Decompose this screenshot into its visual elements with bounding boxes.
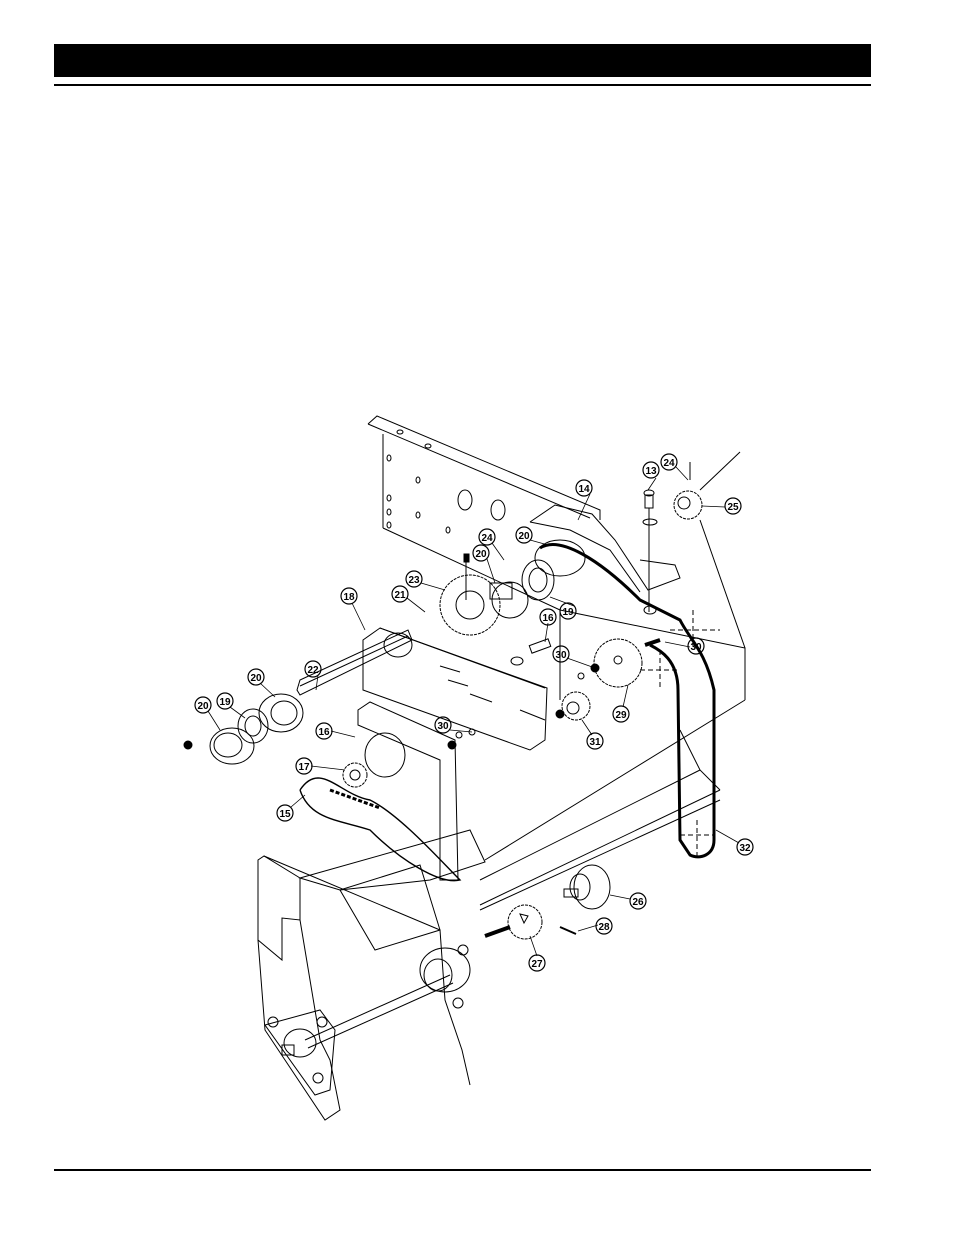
callout-28: 28 (595, 917, 613, 935)
svg-text:18: 18 (343, 592, 355, 603)
shaft-22 (296, 629, 413, 696)
bearing-19-left (237, 708, 269, 744)
svg-text:19: 19 (219, 697, 231, 708)
header-rule (54, 84, 871, 86)
callout-24: 24 (660, 453, 678, 471)
svg-text:31: 31 (589, 737, 601, 748)
flange-20-right (258, 693, 304, 733)
callout-30: 30 (552, 645, 570, 663)
callout-20: 20 (194, 696, 212, 714)
bolt-30-right (644, 638, 661, 647)
svg-text:30: 30 (555, 650, 567, 661)
svg-text:32: 32 (739, 843, 751, 854)
svg-text:29: 29 (615, 710, 627, 721)
callout-31: 31 (586, 732, 604, 750)
svg-text:27: 27 (531, 959, 543, 970)
svg-text:13: 13 (645, 466, 657, 477)
chain-32 (539, 543, 716, 859)
right-bearing (419, 944, 471, 1009)
callout-24: 24 (478, 528, 496, 546)
sprocket-17 (342, 762, 368, 788)
callout-22: 22 (304, 660, 322, 678)
svg-text:20: 20 (250, 673, 262, 684)
callout-13: 13 (642, 461, 660, 479)
svg-text:16: 16 (542, 613, 554, 624)
left-bearing-flange (264, 1009, 336, 1096)
sprocket-31 (561, 691, 591, 721)
callout-18: 18 (340, 587, 358, 605)
callout-16: 16 (539, 608, 557, 626)
callout-17: 17 (295, 757, 313, 775)
svg-text:23: 23 (408, 575, 420, 586)
hub-20 (489, 581, 529, 619)
sprocket-23 (439, 574, 501, 636)
callout-32: 32 (736, 838, 754, 856)
callout-30: 30 (687, 637, 705, 655)
svg-text:20: 20 (518, 531, 530, 542)
svg-text:25: 25 (727, 502, 739, 513)
crosshairs (640, 610, 720, 860)
svg-text:14: 14 (578, 484, 590, 495)
washers-30 (447, 663, 600, 750)
nut-left (183, 740, 193, 750)
svg-text:17: 17 (298, 762, 310, 773)
leader-lines (207, 466, 740, 957)
sprocket-25 (673, 451, 741, 520)
callout-14: 14 (575, 479, 593, 497)
drive-shaft (304, 974, 454, 1049)
header-bar (54, 44, 871, 77)
callout-25: 25 (724, 497, 742, 515)
svg-text:15: 15 (279, 809, 291, 820)
sprocket-29 (593, 638, 643, 688)
svg-text:26: 26 (632, 897, 644, 908)
pin-head (463, 553, 470, 563)
upper-bearing-19 (521, 559, 555, 601)
bolt-13 (642, 489, 658, 615)
callout-19: 19 (216, 692, 234, 710)
bracket-14 (529, 504, 681, 593)
pin-28 (559, 926, 577, 935)
chain-15 (299, 777, 462, 882)
svg-text:24: 24 (663, 458, 675, 469)
flange-20-left (209, 727, 255, 765)
shaft-end (484, 925, 511, 938)
callout-29: 29 (612, 705, 630, 723)
svg-text:28: 28 (598, 922, 610, 933)
roller-26 (563, 864, 611, 910)
svg-text:20: 20 (475, 549, 487, 560)
svg-text:21: 21 (394, 590, 406, 601)
callout-16: 16 (315, 722, 333, 740)
callout-20: 20 (247, 668, 265, 686)
plate-18 (362, 627, 548, 751)
callout-15: 15 (276, 804, 294, 822)
frame-top-rail (367, 415, 601, 534)
callout-19: 19 (559, 602, 577, 620)
callouts: 13 14 24 25 20 24 20 23 21 19 18 16 30 3… (194, 453, 754, 972)
svg-text:16: 16 (318, 727, 330, 738)
svg-text:24: 24 (481, 533, 493, 544)
callout-20: 20 (515, 526, 533, 544)
callout-27: 27 (528, 954, 546, 972)
svg-text:19: 19 (562, 607, 574, 618)
footer-rule (54, 1169, 871, 1171)
side-frame (257, 829, 486, 1121)
sprocket-27 (507, 904, 543, 940)
svg-text:20: 20 (197, 701, 209, 712)
svg-text:22: 22 (307, 665, 319, 676)
svg-text:30: 30 (690, 642, 702, 653)
callout-23: 23 (405, 570, 423, 588)
callout-26: 26 (629, 892, 647, 910)
callout-20: 20 (472, 544, 490, 562)
svg-text:30: 30 (437, 721, 449, 732)
callout-21: 21 (391, 585, 409, 603)
axle-line (479, 799, 721, 911)
bolt-16 (510, 638, 552, 666)
callout-30: 30 (434, 716, 452, 734)
